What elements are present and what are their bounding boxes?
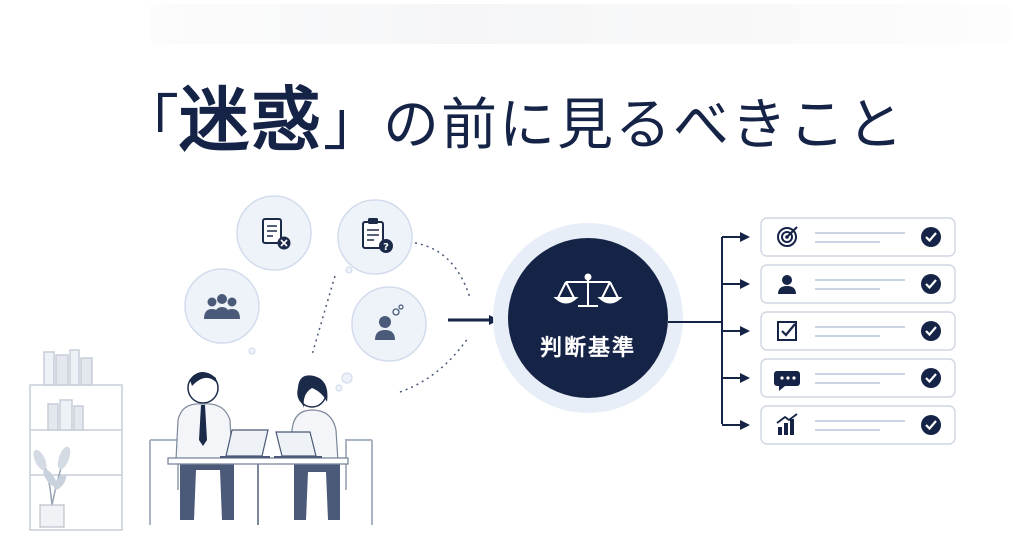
title-bracket-open: 「 — [119, 89, 179, 159]
center-circle — [508, 238, 668, 398]
title-bracket-close: 」 — [323, 89, 383, 159]
title-emphasis: 迷惑 — [179, 78, 323, 161]
thought-bubble-person — [335, 286, 427, 392]
scale-icon — [553, 273, 623, 307]
checkbox-icon — [777, 321, 797, 341]
bar-chart-icon — [776, 413, 798, 435]
plant — [33, 446, 71, 528]
faded-banner-strip — [150, 4, 1010, 44]
criteria-card — [760, 264, 956, 304]
criteria-card — [760, 405, 956, 445]
document-x-icon — [262, 218, 291, 250]
svg-text:?: ? — [383, 242, 389, 253]
person-icon — [778, 275, 796, 294]
target-icon — [777, 226, 798, 247]
title-rest: の前に見るべきこと — [383, 93, 905, 158]
check-circle-icon — [921, 415, 941, 435]
thought-bubble-group — [184, 268, 260, 355]
dotted-connector — [414, 242, 471, 299]
dotted-connector — [399, 337, 469, 393]
clipboard-question-icon: ? — [362, 218, 393, 253]
person-thinking-icon — [375, 304, 404, 340]
check-circle-icon — [921, 321, 941, 341]
dotted-connector — [311, 275, 336, 356]
meeting-scene — [149, 371, 373, 525]
thought-bubble-clipboard: ? — [337, 199, 413, 275]
group-people-icon — [204, 294, 240, 319]
check-circle-icon — [921, 274, 941, 294]
speech-bubble-icon — [774, 371, 800, 391]
center-label: 判断基準 — [539, 336, 636, 361]
criteria-card — [760, 311, 956, 351]
criteria-card — [760, 217, 956, 257]
thought-bubble-document — [236, 195, 312, 271]
criteria-card — [760, 358, 956, 398]
page-title: 「迷惑」の前に見るべきこと — [0, 70, 1024, 189]
check-circle-icon — [921, 368, 941, 388]
check-circle-icon — [921, 227, 941, 247]
